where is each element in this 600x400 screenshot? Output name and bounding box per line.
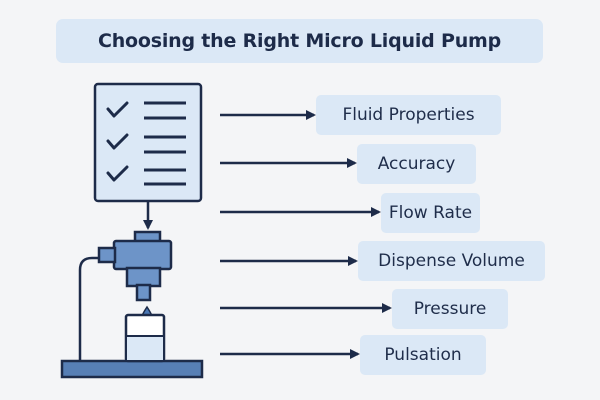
factor-accuracy: Accuracy xyxy=(357,144,476,184)
factor-flow-rate: Flow Rate xyxy=(381,193,480,233)
checklist-icon xyxy=(93,82,203,203)
factor-pressure: Pressure xyxy=(392,289,508,329)
factor-pulsation: Pulsation xyxy=(360,335,486,375)
diagram-title: Choosing the Right Micro Liquid Pump xyxy=(56,19,543,63)
factor-fluid-properties: Fluid Properties xyxy=(316,95,501,135)
micro-pump-icon xyxy=(60,230,204,379)
factor-dispense-volume: Dispense Volume xyxy=(358,241,545,281)
